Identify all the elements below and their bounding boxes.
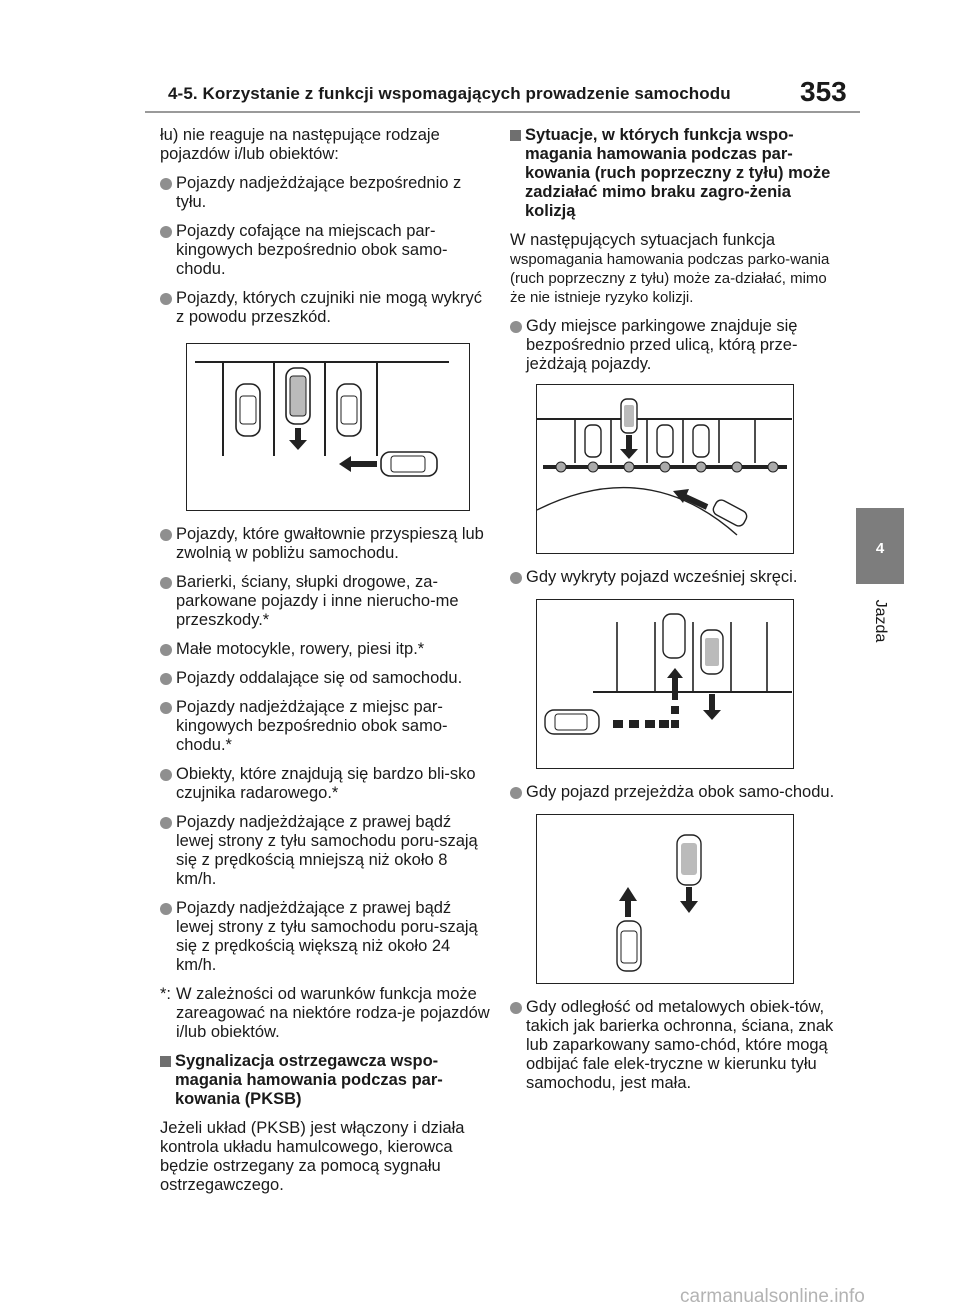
arrow-down-icon: [703, 694, 721, 720]
list-item: Barierki, ściany, słupki drogowe, za-par…: [160, 573, 490, 630]
list-item: Pojazdy oddalające się od samochodu.: [160, 669, 490, 688]
right-column: Sytuacje, w których funkcja wspo-magania…: [510, 126, 840, 1103]
reversing-car-icon: [700, 629, 724, 675]
footnote: *: W zależności od warunków funkcja może…: [160, 985, 490, 1042]
list-item: Pojazdy, których czujniki nie mogą wykry…: [160, 289, 490, 327]
arrow-up-icon: [619, 887, 637, 917]
header-divider: [145, 111, 860, 113]
list-item: Pojazdy nadjeżdżające z prawej bądź lewe…: [160, 899, 490, 975]
arrow-down-icon: [620, 435, 638, 459]
section-title: 4-5. Korzystanie z funkcji wspomagającyc…: [168, 84, 731, 103]
illustration-rear-parking: [186, 343, 470, 511]
list-item: Gdy miejsce parkingowe znajduje się bezp…: [510, 317, 840, 374]
parked-car-icon: [692, 424, 710, 458]
list-item: Pojazdy cofające na miejscach par-kingow…: [160, 222, 490, 279]
list-item: Obiekty, które znajdują się bardzo bli-s…: [160, 765, 490, 803]
footnote-text: W zależności od warunków funkcja może za…: [176, 985, 490, 1041]
intro-paragraph: łu) nie reaguje na następujące rodzaje p…: [160, 126, 440, 163]
arrow-down-icon: [680, 887, 698, 913]
page-header: 4-5. Korzystanie z funkcji wspomagającyc…: [0, 0, 960, 113]
list-item: Gdy wykryty pojazd wcześniej skręci.: [510, 568, 840, 587]
turning-car-icon: [544, 709, 600, 735]
list-item: Pojazdy nadjeżdżające z miejsc par-kingo…: [160, 698, 490, 755]
left-column: łu) nie reaguje na następujące rodzaje p…: [160, 126, 490, 1205]
chapter-label: Jazda: [872, 599, 889, 643]
illustration-vehicle-passing: [536, 814, 794, 984]
chapter-tab: 4: [856, 508, 904, 584]
parked-car-icon: [656, 424, 674, 458]
section-heading: Sytuacje, w których funkcja wspo-magania…: [510, 126, 840, 221]
parked-car-icon: [662, 613, 686, 659]
list-item: Gdy odległość od metalowych obiek-tów, t…: [510, 998, 840, 1093]
body-paragraph: Jeżeli układ (PKSB) jest włączony i dzia…: [160, 1119, 465, 1194]
passing-car-icon: [712, 499, 748, 527]
illustration-vehicle-turning: [536, 599, 794, 769]
arrow-up-left-icon: [673, 489, 709, 510]
list-item: Pojazdy nadjeżdżające bezpośrednio z tył…: [160, 174, 490, 212]
reversing-car-icon: [676, 834, 702, 886]
passing-car-icon: [616, 920, 642, 972]
list-item: Pojazdy nadjeżdżające z prawej bądź lewe…: [160, 813, 490, 889]
list-item: Gdy pojazd przejeżdża obok samo-chodu.: [510, 783, 840, 802]
watermark: carmanualsonline.info: [680, 1286, 865, 1307]
reversing-car-icon: [620, 398, 638, 434]
arrow-left-icon: [339, 456, 377, 472]
parked-car-icon: [584, 424, 602, 458]
section-heading: Sygnalizacja ostrzegawcza wspo-magania h…: [160, 1052, 490, 1109]
list-item: Pojazdy, które gwałtownie przyspieszą lu…: [160, 525, 490, 563]
intro-line: W następujących sytuacjach funkcja: [510, 231, 776, 249]
parked-car-icon: [336, 383, 362, 437]
reversing-car-icon: [285, 367, 311, 425]
passing-car-icon: [380, 451, 438, 477]
footnote-mark: *:: [160, 985, 172, 1003]
intro-paragraph: wspomagania hamowania podczas parko-wani…: [510, 251, 830, 306]
parked-car-icon: [235, 383, 261, 437]
turning-path: [613, 706, 679, 728]
illustration-parking-near-street: [536, 384, 794, 554]
list-item: Małe motocykle, rowery, piesi itp.*: [160, 640, 490, 659]
arrow-up-icon: [667, 668, 683, 700]
arrow-down-icon: [289, 428, 307, 450]
page-number: 353: [800, 76, 847, 107]
